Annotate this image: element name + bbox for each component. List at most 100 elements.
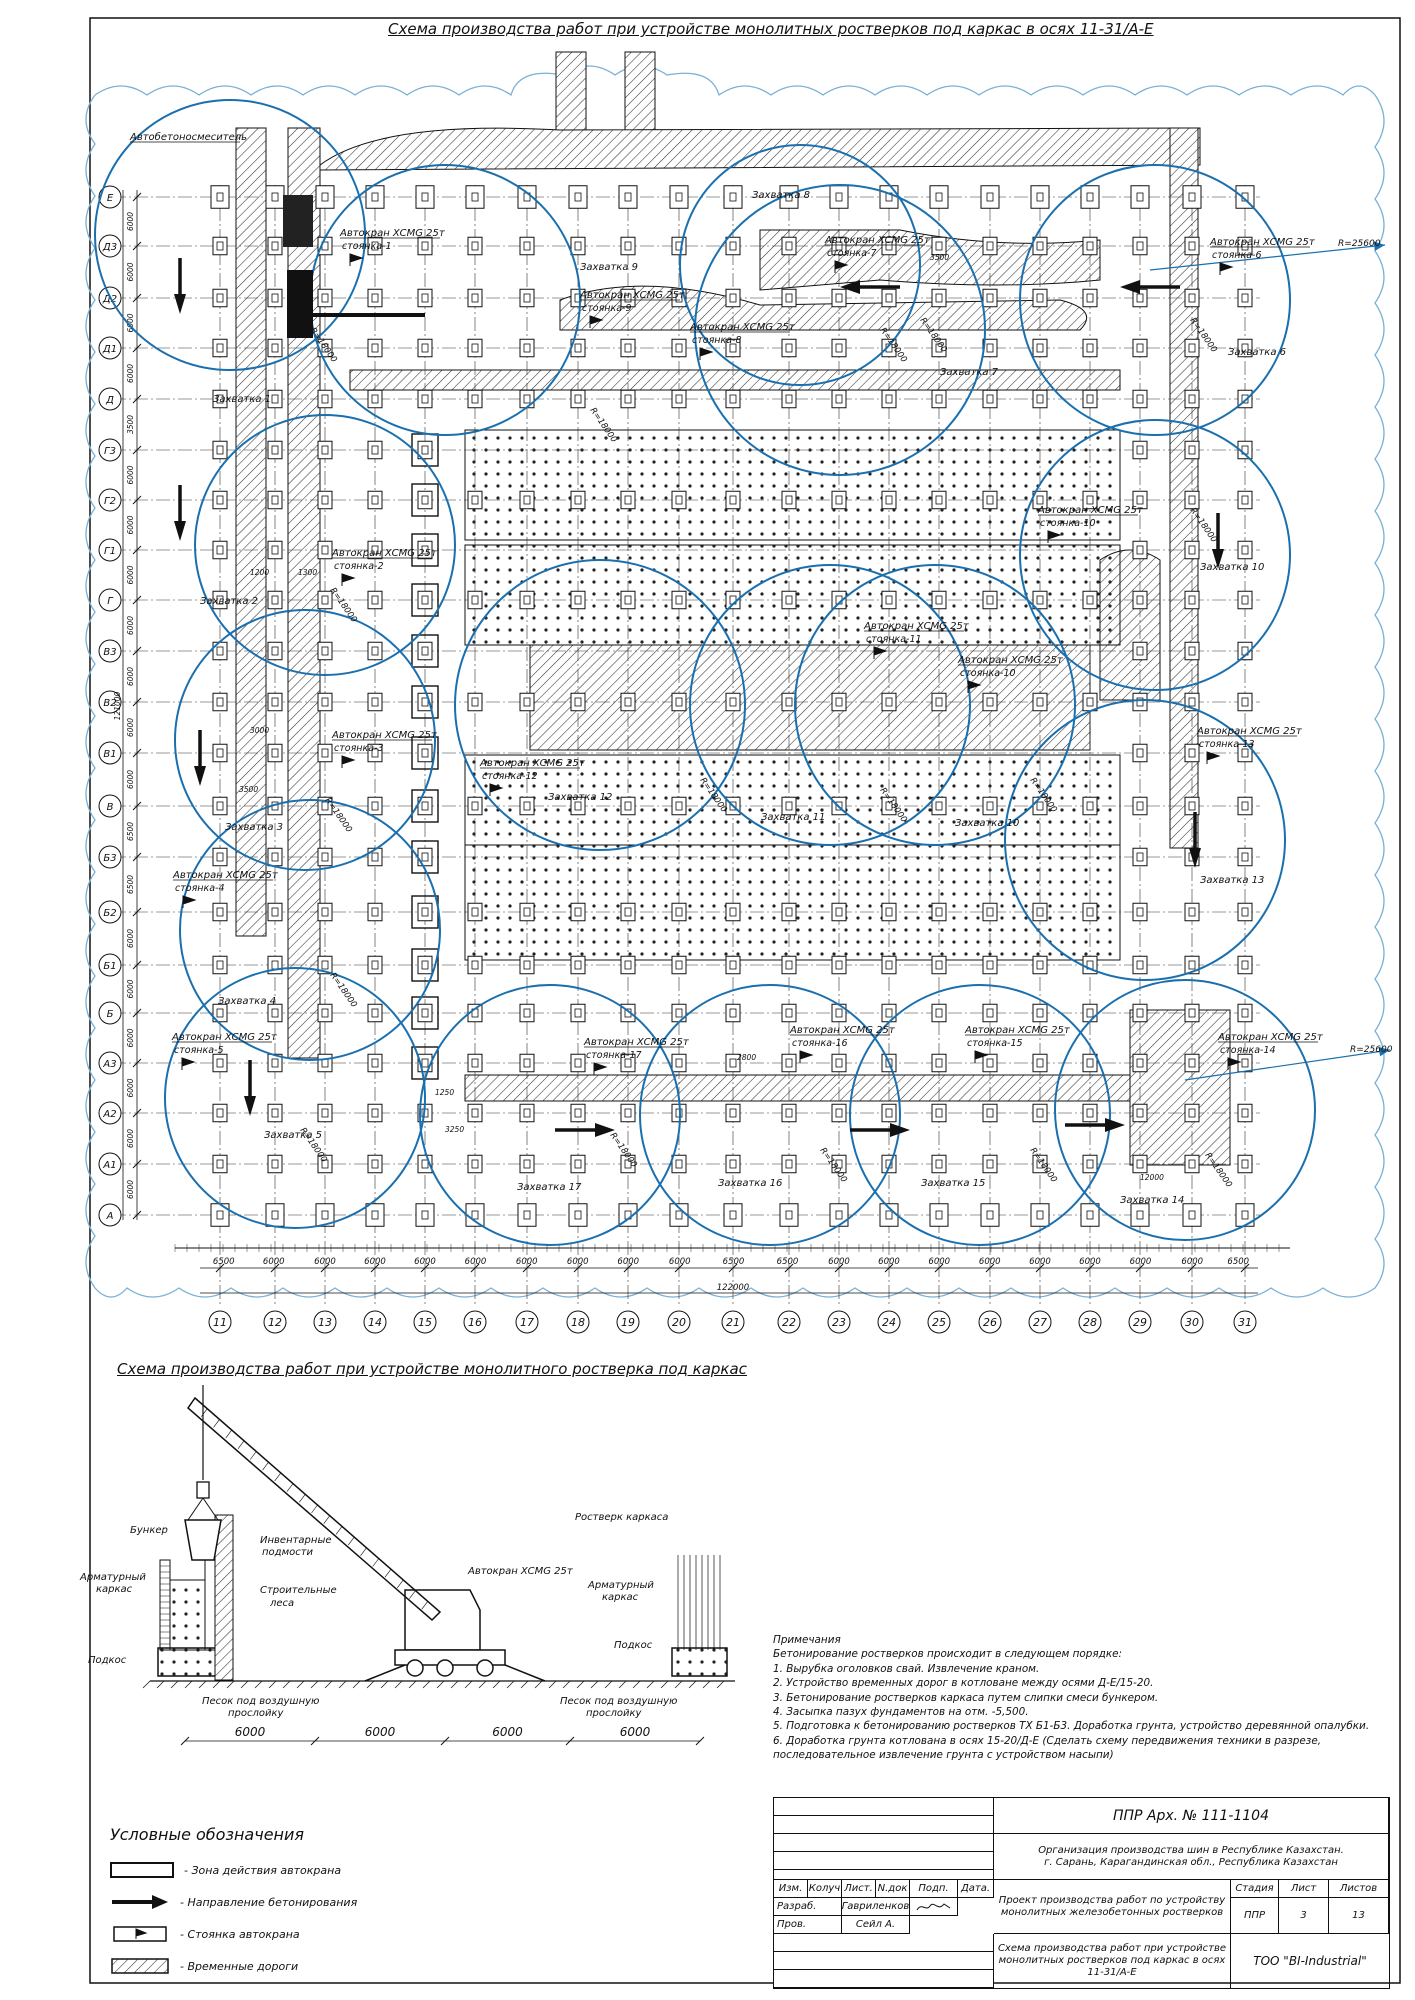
pile-cap xyxy=(1136,907,1144,917)
rebar-frame-label: каркас xyxy=(96,1584,133,1595)
pile-cap xyxy=(935,697,943,707)
foundation-pad xyxy=(267,743,283,763)
foundation-pad xyxy=(982,1053,998,1073)
zone-label: Захватка 1 xyxy=(213,394,271,405)
pile-cap xyxy=(471,1058,479,1068)
foundation-pad xyxy=(620,796,636,816)
pile-cap xyxy=(986,1159,994,1169)
stamp-h-izm: Изм. xyxy=(774,1880,808,1898)
foundation-pad xyxy=(781,1103,797,1123)
foundation-pad xyxy=(1184,902,1200,922)
pile-cap xyxy=(835,293,843,303)
notes-item: 6. Доработка грунта котлована в осях 15-… xyxy=(773,1734,1322,1747)
crane-vehicle-icon xyxy=(287,270,313,338)
stamp-h-podp: Подп. xyxy=(910,1880,958,1898)
crane-stop-label: стоянка-8 xyxy=(692,335,742,346)
crane-label: Автокран XCMG 25т xyxy=(331,730,438,741)
pile-cap xyxy=(785,1210,793,1220)
foundation-pad xyxy=(781,389,797,409)
foundation-pad xyxy=(1237,236,1253,256)
foundation-pad xyxy=(467,1103,483,1123)
crane-stop-flag-icon xyxy=(341,573,356,586)
foundation-pad xyxy=(212,1103,228,1123)
foundation-pad xyxy=(1032,692,1048,712)
pile-cap xyxy=(471,241,479,251)
stamp-stage-h: Стадия xyxy=(1231,1880,1279,1898)
row-axis-label: Д xyxy=(105,395,114,406)
foundation-pad xyxy=(618,1203,638,1227)
pile-cap xyxy=(574,1210,582,1220)
misc-dim-label: 1200 xyxy=(250,568,269,577)
foundation-pad xyxy=(1080,1203,1100,1227)
pile-cap xyxy=(321,445,329,455)
foundation-pad xyxy=(317,743,333,763)
zone-label: Захватка 14 xyxy=(1120,1195,1184,1206)
stamp-name-razrab: Гавриленков xyxy=(842,1898,910,1916)
crane-stop-flag-icon xyxy=(489,783,504,796)
foundation-pad xyxy=(881,236,897,256)
dim-tick xyxy=(420,1263,430,1273)
pile-cap xyxy=(1036,1058,1044,1068)
crane-zone-circle xyxy=(639,984,901,1246)
pile-cap xyxy=(1086,241,1094,251)
pile-cap xyxy=(624,697,632,707)
bottom-dim-label: 6500 xyxy=(1227,1257,1249,1267)
pile-cap xyxy=(1188,697,1196,707)
pile-cap xyxy=(675,343,683,353)
boom-lattice xyxy=(348,1536,355,1546)
foundation-pad xyxy=(212,743,228,763)
foundation-pad xyxy=(781,236,797,256)
pile-cap xyxy=(885,1058,893,1068)
foundation-pad xyxy=(620,338,636,358)
column-axis-label: 31 xyxy=(1238,1316,1252,1329)
foundation-pad xyxy=(781,1003,797,1023)
crane-stop-label: стоянка-5 xyxy=(174,1045,224,1056)
foundation-pad xyxy=(1184,440,1200,460)
foundation-pad xyxy=(982,490,998,510)
stamp-role-prov: Пров. xyxy=(774,1916,842,1934)
pile-cap xyxy=(835,801,843,811)
pile-cap xyxy=(574,801,582,811)
pile-cap xyxy=(216,445,224,455)
pile-cap xyxy=(885,960,893,970)
foundation-pad xyxy=(725,1154,741,1174)
pile-cap xyxy=(675,960,683,970)
pile-cap xyxy=(471,697,479,707)
foundation-pad xyxy=(781,1154,797,1174)
pile-cap xyxy=(1241,1058,1249,1068)
bottom-dim-label: 6000 xyxy=(414,1257,436,1267)
foundation-pad xyxy=(1082,236,1098,256)
bottom-dim-label: 6000 xyxy=(567,1257,589,1267)
foundation-pad xyxy=(1032,902,1048,922)
pile-cap xyxy=(785,343,793,353)
pile-cap xyxy=(471,801,479,811)
pile-cap xyxy=(675,1058,683,1068)
boom-lattice xyxy=(421,1601,428,1610)
pile-cap xyxy=(785,241,793,251)
column-axis-bubble xyxy=(616,1310,640,1334)
crane-zone-circle xyxy=(794,564,1076,846)
zone-label: Захватка 16 xyxy=(718,1178,782,1189)
dim-tick xyxy=(1240,1263,1250,1273)
foundation-pad xyxy=(417,540,433,560)
ground-hatch xyxy=(282,1680,291,1689)
notes-item: последовательное извлечение грунта с уст… xyxy=(773,1749,1114,1762)
foundation-pad xyxy=(725,692,741,712)
column-axis-bubble xyxy=(978,1310,1002,1334)
pile-cap xyxy=(729,1159,737,1169)
bottom-dim-label: 6000 xyxy=(617,1257,639,1267)
foundation-pad xyxy=(931,692,947,712)
ground-hatch xyxy=(296,1680,305,1689)
pile-cap xyxy=(1241,241,1249,251)
pile-cap xyxy=(271,445,279,455)
pile-cap xyxy=(986,1108,994,1118)
foundation-pad xyxy=(415,1203,435,1227)
pile-cap xyxy=(729,960,737,970)
foundation-pad xyxy=(267,236,283,256)
crane-stop-flag-icon xyxy=(699,347,714,360)
pile-cap xyxy=(1136,595,1144,605)
foundation-pad xyxy=(467,1154,483,1174)
misc-dim-label: 3500 xyxy=(930,253,949,262)
bottom-dim-label: 6000 xyxy=(979,1257,1001,1267)
pile-cap xyxy=(421,1159,429,1169)
